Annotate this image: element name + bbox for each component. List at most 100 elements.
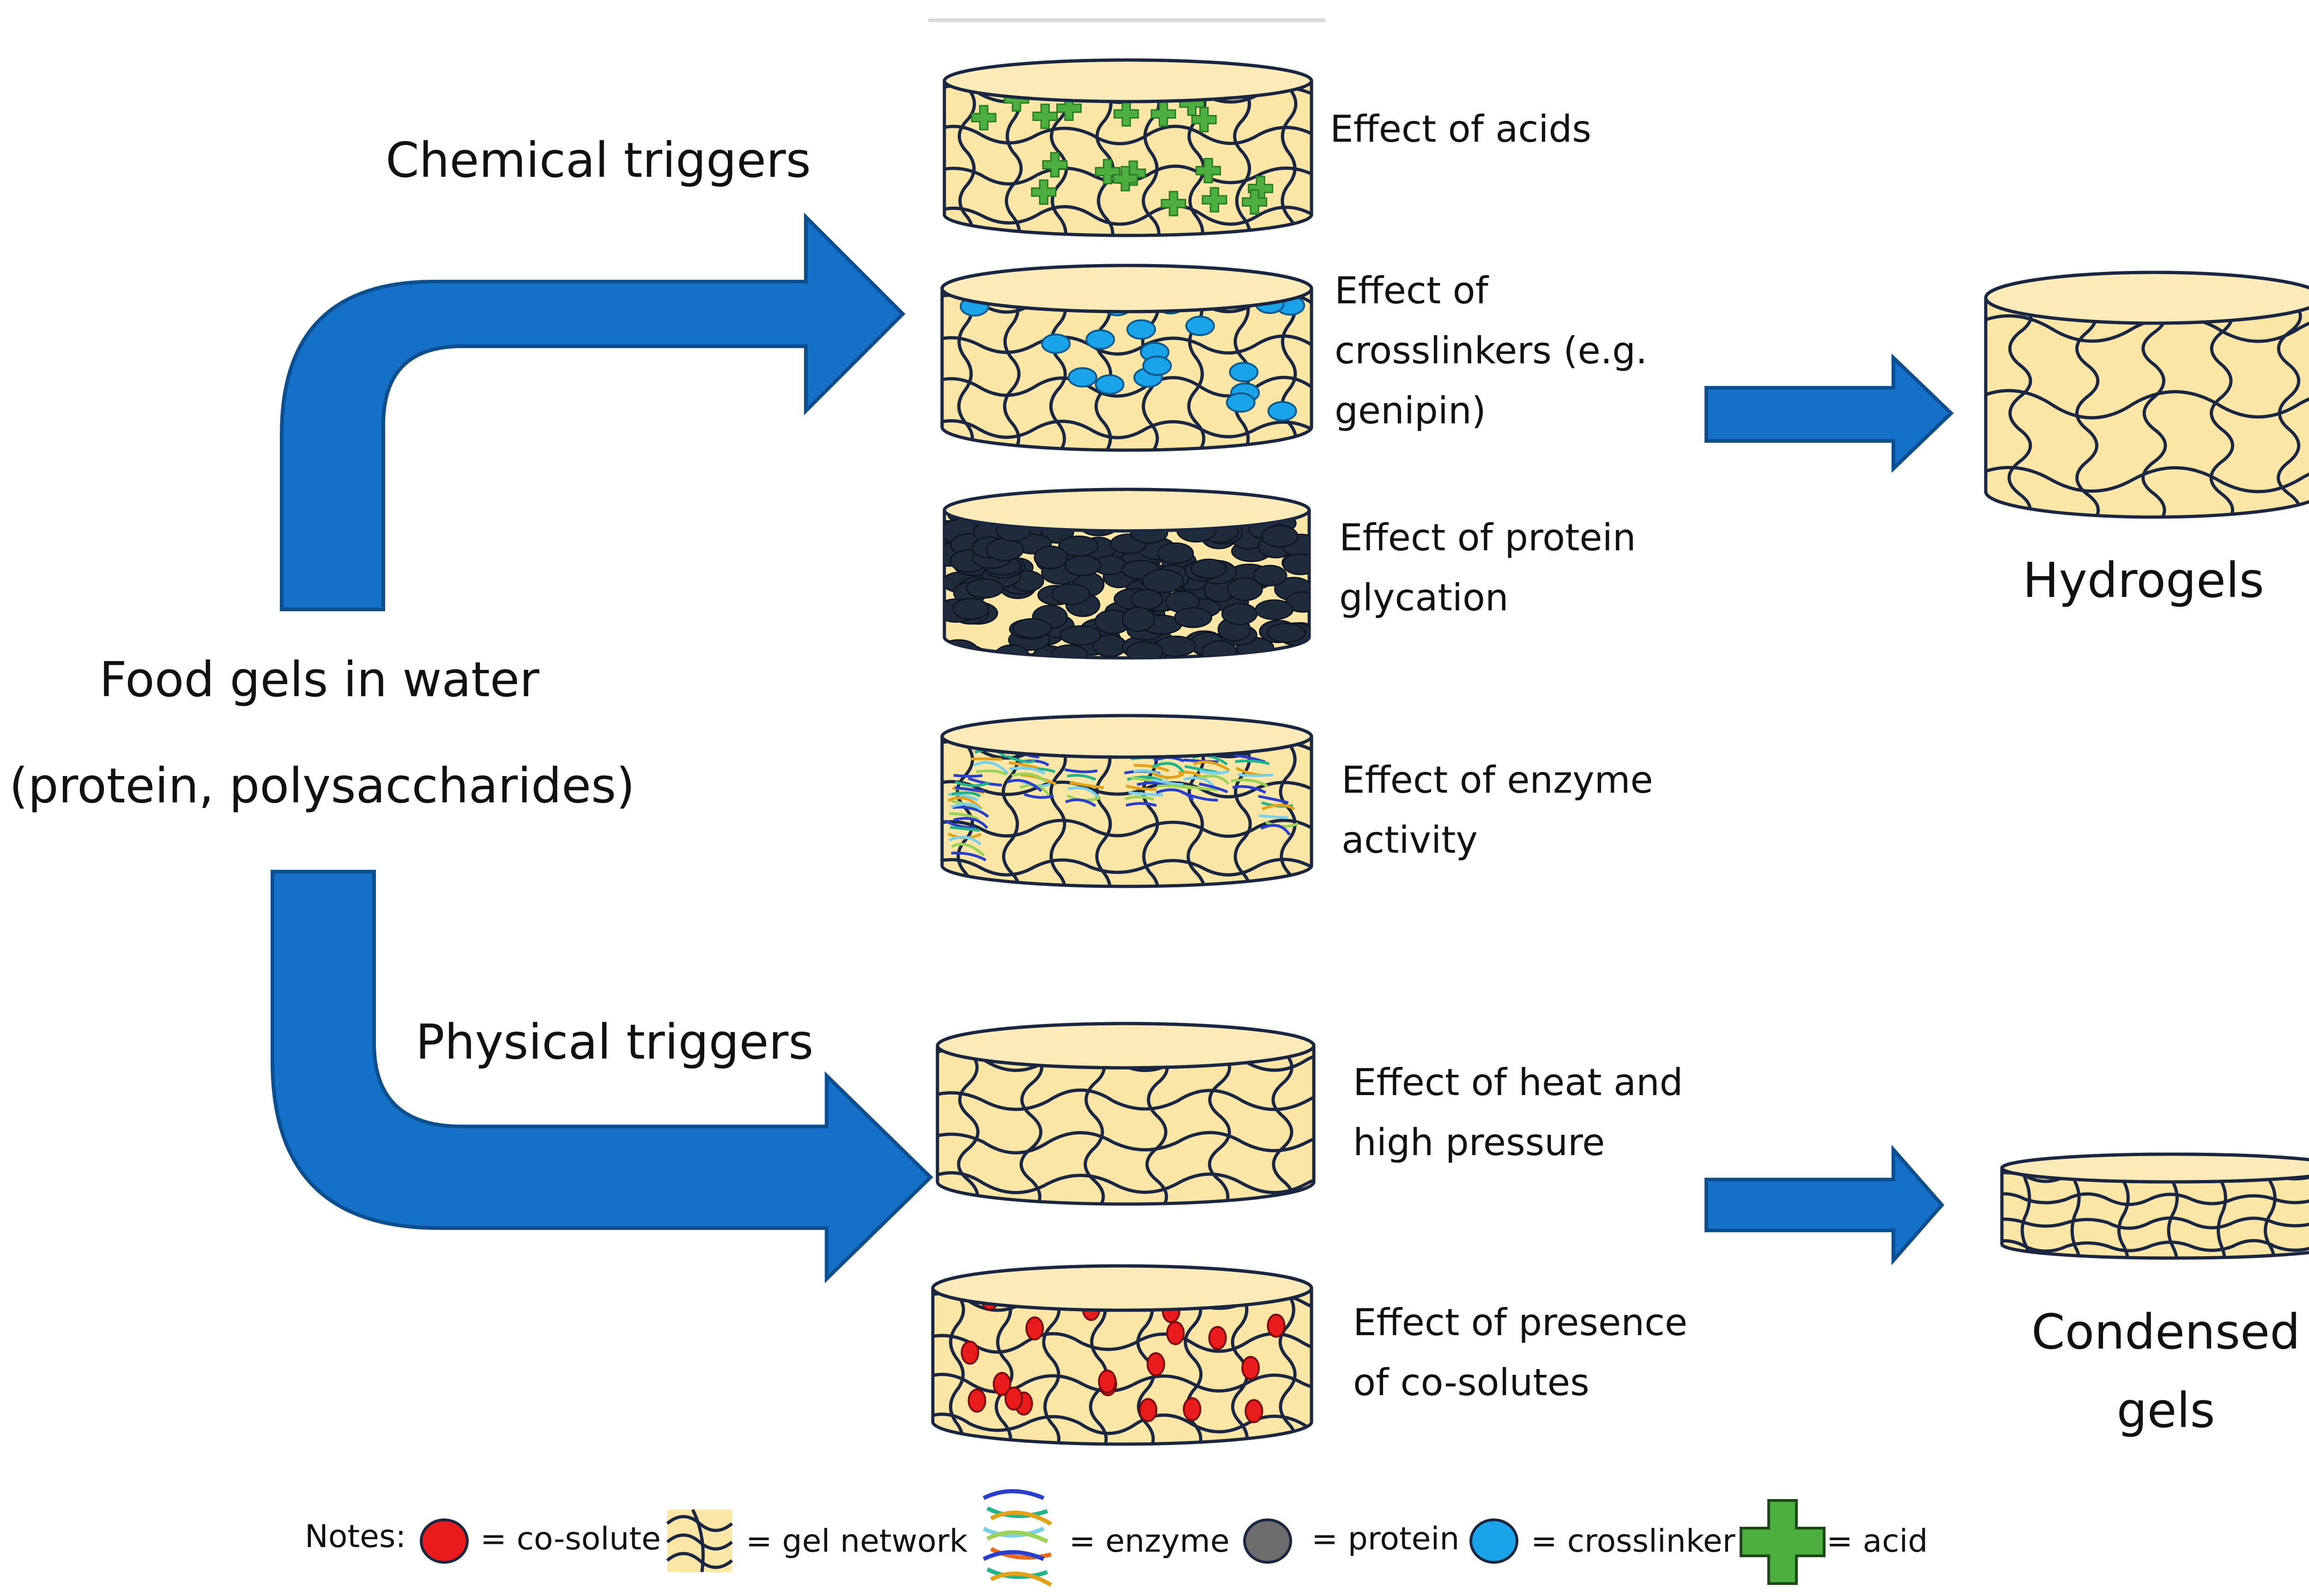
crosslinker-gel-cylinder-crosslinker-particle (1085, 329, 1115, 350)
effect-heat-line1: Effect of heat and (1353, 1061, 1683, 1104)
crosslinker-gel-cylinder-rim (940, 264, 1313, 313)
condensed-gels-line2: gels (2116, 1382, 2215, 1439)
effect-enzyme-line2: activity (1342, 819, 1478, 861)
legend-acid-text: = acid (1826, 1523, 1928, 1560)
hydrogel-cylinder-fiber (1986, 389, 2309, 420)
hydrogel-cylinder-fiber (1986, 465, 2309, 494)
cosolute-gel-cylinder-cosolute-particle (1245, 1399, 1263, 1423)
glycation-gel-cylinder-protein-particle (1050, 644, 1088, 658)
effect-heat-label: Effect of heat and high pressure (1353, 1053, 1683, 1173)
cosolute-gel-cylinder-cosolute-particle (1267, 1313, 1286, 1338)
legend-cosolute-icon (420, 1518, 469, 1564)
crosslinker-gel-cylinder-fiber (942, 419, 1312, 440)
cosolute-gel-cylinder-cosolute-particle (1139, 1398, 1158, 1422)
glycation-gel-cylinder-protein-particle (1051, 583, 1091, 605)
effect-glycation-line2: glycation (1339, 576, 1509, 619)
cosolute-gel-cylinder-cosolute-particle (961, 1340, 979, 1365)
legend-crosslinker-text: = crosslinker (1531, 1523, 1735, 1560)
effect-glycation-line1: Effect of protein (1339, 516, 1636, 559)
legend-icons (420, 1489, 1825, 1587)
heat-pressure-gel-cylinder-fiber (937, 1171, 1314, 1194)
acid-gel-cylinder-acid-particle (971, 105, 997, 131)
glycation-gel-cylinder-protein-particle (1252, 565, 1287, 587)
condensed-gel-cylinder (2000, 1152, 2309, 1260)
chemical-triggers-label: Chemical triggers (386, 132, 811, 188)
heat-pressure-gel-cylinder (936, 1022, 1316, 1206)
glycation-gel-cylinder-rim (943, 488, 1311, 533)
effect-glycation-label: Effect of protein glycation (1339, 508, 1636, 628)
glycation-gel-cylinder-protein-particle (1174, 607, 1212, 628)
acid-gel-cylinder-acid-particle (1112, 166, 1138, 192)
cosolute-gel-cylinder-cosolute-particle (1004, 1386, 1023, 1411)
effect-crosslinkers-line1: Effect of (1335, 269, 1488, 312)
acid-gel-cylinder-acid-particle (1113, 101, 1139, 127)
glycation-gel-cylinder-protein-particle (1282, 553, 1309, 575)
glycation-gel-cylinder-protein-particle (1227, 577, 1263, 601)
crosslinker-gel-cylinder-crosslinker-particle (1185, 315, 1215, 336)
enzyme-gel-cylinder-enzyme-particle (944, 819, 987, 861)
condensed-gels-line1: Condensed (2031, 1304, 2301, 1360)
legend-enzyme-icon (982, 1489, 1052, 1587)
heat-pressure-gel-cylinder-rim (936, 1022, 1316, 1070)
to-hydrogels-arrow (1705, 353, 1954, 473)
cosolute-gel-cylinder-cosolute-particle (967, 1388, 986, 1413)
effect-acids-label: Effect of acids (1330, 99, 1591, 159)
acid-gel-cylinder-acid-particle (1042, 152, 1068, 178)
condensed-gel-cylinder-fiber (2002, 1216, 2309, 1230)
effect-enzyme-label: Effect of enzyme activity (1342, 750, 1653, 870)
acid-gel-cylinder-fiber (944, 164, 1312, 186)
physical-trigger-arrow (271, 870, 933, 1283)
crosslinker-gel-cylinder (940, 264, 1313, 452)
acid-gel-cylinder-rim (943, 58, 1313, 103)
glycation-gel-cylinder-protein-particle (1267, 623, 1306, 643)
glycation-gel-cylinder-protein-particle (1201, 640, 1238, 658)
effect-crosslinkers-line3: genipin) (1335, 389, 1486, 432)
glycation-gel-cylinder (943, 488, 1311, 660)
crosslinker-gel-cylinder-crosslinker-particle (1094, 374, 1124, 395)
cosolute-gel-cylinder-cosolute-particle (1208, 1326, 1227, 1350)
acid-gel-cylinder-acid-particle (1094, 159, 1120, 185)
enzyme-gel-cylinder-enzyme-particle (1231, 753, 1274, 794)
acid-gel-cylinder-acid-particle (1202, 187, 1227, 213)
source-label-line1: Food gels in water (99, 651, 539, 708)
glycation-gel-cylinder-protein-particle (1034, 545, 1068, 570)
heat-pressure-gel-cylinder-fiber (937, 1131, 1314, 1155)
effect-crosslinkers-line2: crosslinkers (e.g. (1335, 329, 1648, 372)
hydrogel-cylinder-body (1984, 298, 2309, 519)
cosolute-gel-cylinder-cosolute-particle (1166, 1321, 1185, 1345)
glycation-gel-cylinder-protein-particle (1261, 525, 1299, 548)
acid-gel-cylinder (943, 58, 1313, 237)
acid-gel-cylinder-acid-particle (1056, 95, 1082, 121)
crosslinker-gel-cylinder-crosslinker-particle (1226, 392, 1256, 413)
enzyme-gel-cylinder-enzyme-particle (1064, 768, 1104, 807)
effect-acids-line1: Effect of acids (1330, 108, 1591, 151)
notes-prefix: Notes: (305, 1518, 406, 1555)
enzyme-gel-cylinder-enzyme-particle (947, 786, 988, 829)
acid-gel-cylinder-acid-particle (1242, 189, 1268, 215)
cosolute-gel-cylinder-rim (931, 1264, 1313, 1312)
glycation-gel-cylinder-protein-particle (944, 639, 979, 658)
glycation-gel-cylinder-protein-particle (952, 597, 990, 620)
source-label-line2: (protein, polysaccharides) (9, 758, 635, 814)
legend-enzyme-text: = enzyme (1069, 1523, 1230, 1560)
cosolute-gel-cylinder-cosolute-particle (1241, 1355, 1260, 1380)
hydrogel-cylinder-rim (1984, 271, 2309, 325)
glycation-gel-cylinder-protein-particle (1012, 618, 1052, 638)
acid-gel-cylinder-fiber (944, 125, 1312, 145)
condensed-gel-cylinder-fiber (2002, 1239, 2309, 1253)
crosslinker-gel-cylinder-crosslinker-particle (1068, 367, 1098, 388)
chemical-trigger-arrow (280, 212, 906, 611)
crosslinker-gel-cylinder-body (940, 289, 1313, 452)
glycation-gel-cylinder-protein-particle (1142, 569, 1185, 593)
effect-crosslinkers-label: Effect of crosslinkers (e.g. genipin) (1335, 261, 1647, 441)
legend-protein-text: = protein (1312, 1521, 1460, 1557)
cosolute-gel-cylinder-cosolute-particle (1098, 1369, 1117, 1394)
acid-gel-cylinder-acid-particle (1031, 179, 1057, 205)
to-condensed-gels-arrow (1705, 1144, 1945, 1265)
cosolute-gel-cylinder-fiber (933, 1332, 1312, 1354)
acid-gel-cylinder-acid-particle (1195, 158, 1221, 184)
cosolute-gel-cylinder-cosolute-particle (1183, 1397, 1202, 1421)
condensed-gel-cylinder-fiber (2002, 1192, 2309, 1206)
